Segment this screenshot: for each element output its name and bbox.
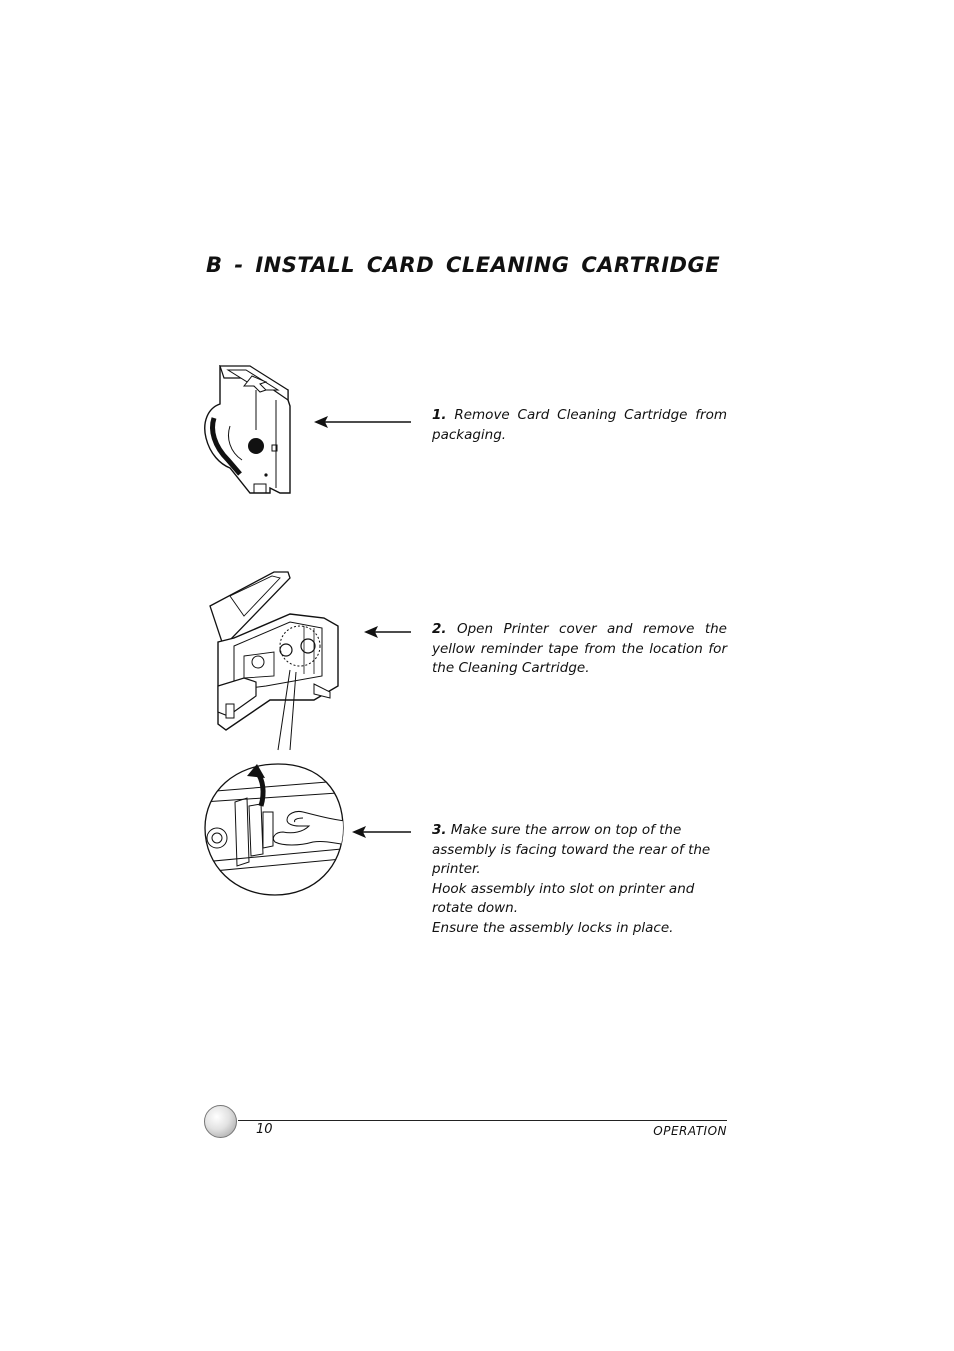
- section-title: B - INSTALL CARD CLEANING CARTRIDGE: [206, 253, 721, 277]
- footer-rule: [238, 1120, 727, 1121]
- step-2-text: Open Printer cover and remove the yellow…: [432, 621, 727, 676]
- step-1-number: 1.: [432, 407, 447, 423]
- pointer-arrow-1: [314, 416, 411, 428]
- pointer-arrow-3: [352, 826, 411, 838]
- cartridge-illustration: [204, 365, 291, 494]
- step-3-line-3: Ensure the assembly locks in place.: [432, 919, 674, 936]
- step-1: 1. Remove Card Cleaning Cartridge from p…: [432, 406, 727, 445]
- step-3-line-2: Hook assembly into slot on printer and r…: [432, 880, 695, 917]
- step-2: 2. Open Printer cover and remove the yel…: [432, 620, 727, 679]
- pointer-arrow-2: [364, 626, 411, 638]
- page-tab-graphic: [204, 1105, 237, 1138]
- step-3: 3. Make sure the arrow on top of the ass…: [432, 821, 727, 938]
- step-3-number: 3.: [432, 822, 447, 838]
- step-3-line-1: 3. Make sure the arrow on top of the ass…: [432, 821, 727, 880]
- step-3-text-1: Make sure the arrow on top of the assemb…: [432, 822, 711, 877]
- footer-section-name: OPERATION: [653, 1124, 727, 1138]
- install-detail-illustration: [204, 763, 344, 896]
- step-2-number: 2.: [432, 621, 447, 637]
- page-number: 10: [256, 1122, 273, 1137]
- step-1-text: Remove Card Cleaning Cartridge from pack…: [432, 407, 727, 443]
- open-printer-illustration: [209, 571, 339, 751]
